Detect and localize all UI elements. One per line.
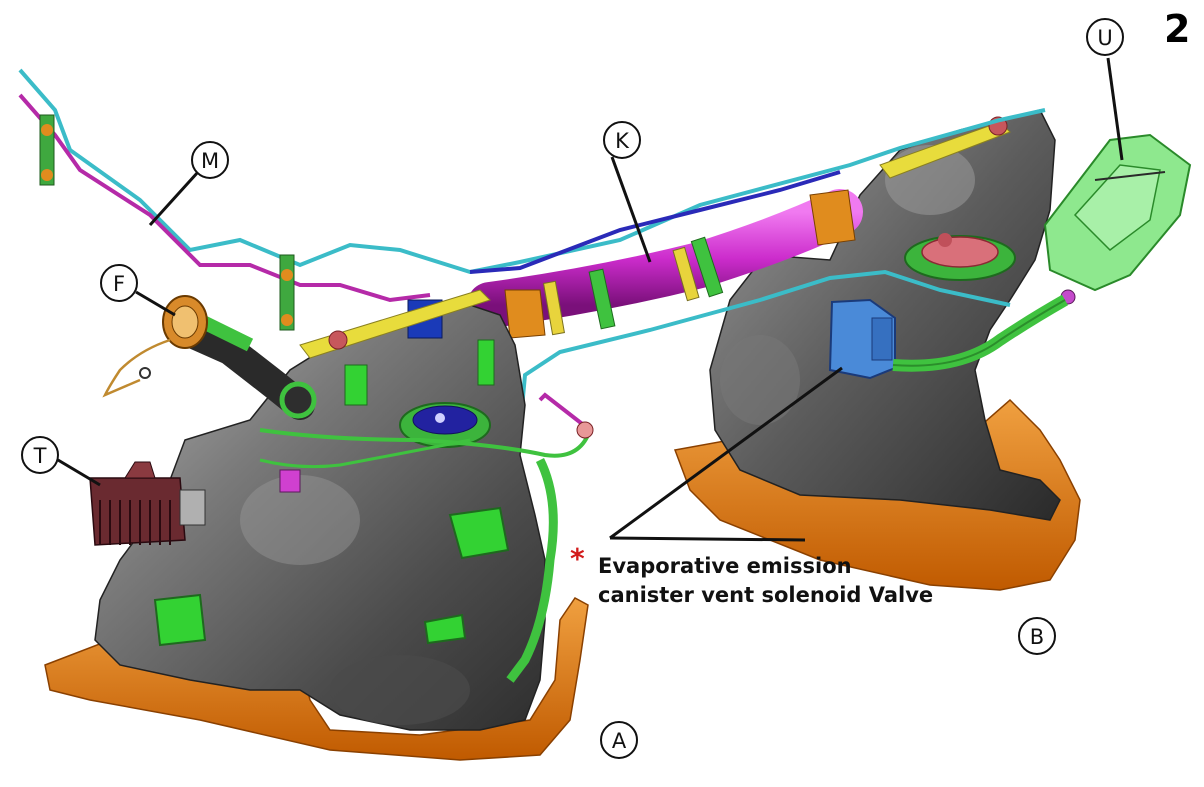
- svg-text:F: F: [113, 272, 125, 296]
- svg-text:A: A: [612, 729, 627, 753]
- label-k: K: [603, 121, 641, 159]
- label-a: A: [600, 721, 638, 759]
- leader-lines: [57, 57, 1124, 487]
- svg-text:B: B: [1030, 625, 1044, 649]
- label-m: M: [191, 141, 229, 179]
- label-f: F: [100, 264, 138, 302]
- heat-shield-a: [44, 597, 589, 761]
- vent-solenoid-valve: [828, 294, 1068, 380]
- svg-text:T: T: [33, 444, 47, 468]
- label-t: T: [21, 436, 59, 474]
- filler-hose: [467, 189, 863, 339]
- fuel-lines: [18, 68, 1046, 432]
- svg-text:K: K: [615, 129, 630, 153]
- heat-sink-module: [89, 461, 206, 546]
- evap-canister: [1043, 133, 1192, 305]
- label-u: U: [1086, 18, 1124, 56]
- callout-leader: [609, 366, 843, 542]
- tank-a: [44, 289, 594, 761]
- callout-line-1: Evaporative emission: [598, 554, 852, 578]
- callout-line-2: canister vent solenoid Valve: [598, 583, 934, 607]
- svg-text:M: M: [201, 149, 219, 173]
- figure-number: 2: [1164, 7, 1191, 51]
- svg-text:U: U: [1097, 26, 1112, 50]
- callout-label: Evaporative emission canister vent solen…: [598, 552, 933, 610]
- filler-pipe: [102, 295, 317, 420]
- label-b: B: [1018, 617, 1056, 655]
- callout-marker: *: [570, 542, 585, 575]
